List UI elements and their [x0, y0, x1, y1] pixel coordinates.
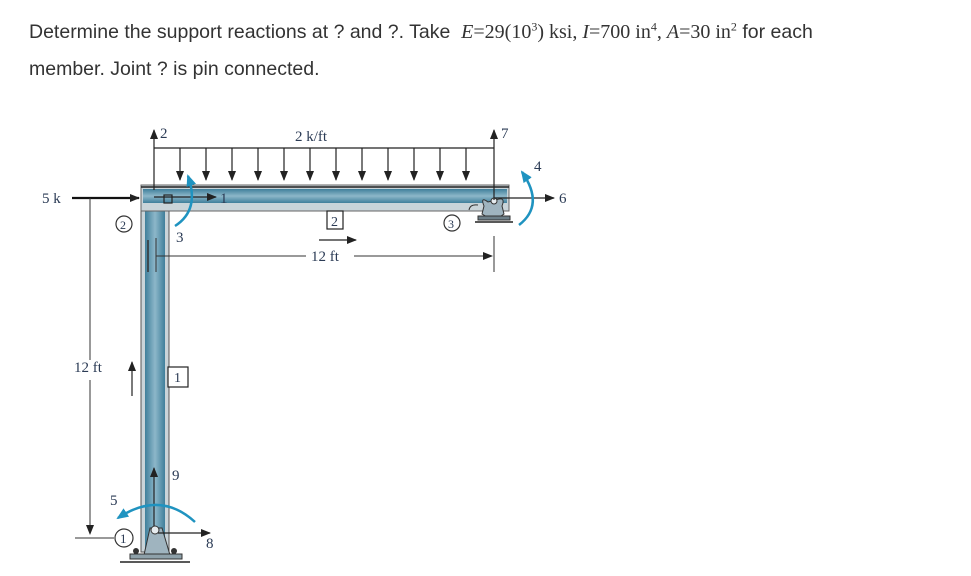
dof-label-9: 9 [172, 468, 180, 484]
dof-4-moment-arrow [518, 170, 535, 226]
horizontal-dimension-label: 12 ft [311, 249, 340, 265]
dof-5-moment-arrow [116, 503, 196, 523]
pin-support-node-3 [468, 197, 513, 223]
dof-label-6: 6 [559, 191, 567, 207]
E-symbol: E [461, 21, 474, 43]
dof-label-7: 7 [501, 126, 509, 142]
A-symbol: A [666, 21, 680, 43]
node-2-circle [115, 215, 133, 233]
member-label-2: 2 [331, 215, 338, 230]
E-exponent: 3 [531, 19, 538, 34]
A-value: =30 in [679, 21, 731, 43]
dof-label-3: 3 [176, 230, 184, 246]
material-properties: E=29(103) ksi, I=700 in4, A=30 in2 [461, 19, 737, 43]
node-label-2: 2 [120, 218, 126, 232]
I-exponent: 4 [650, 19, 657, 34]
point-load-5k: 5 k [42, 191, 140, 207]
node-3-circle [443, 214, 461, 232]
problem-text-suffix: for each [736, 21, 813, 43]
distributed-load-label: 2 k/ft [295, 129, 328, 145]
dof-label-4: 4 [534, 159, 542, 175]
vertical-dimension-label: 12 ft [74, 360, 103, 376]
member-2-label-box [326, 210, 344, 230]
node-label-3: 3 [448, 217, 454, 231]
member-label-1: 1 [174, 371, 181, 386]
horizontal-dimension: 12 ft [155, 236, 495, 272]
A-exponent: 2 [730, 19, 737, 34]
I-value: =700 in [589, 21, 651, 43]
dof-label-8: 8 [206, 536, 214, 552]
dof-label-2: 2 [160, 126, 168, 142]
node-label-1: 1 [120, 531, 127, 546]
distributed-load: 2 k/ft [154, 129, 494, 181]
dof-label-5: 5 [110, 493, 118, 509]
member-1-column [140, 185, 170, 553]
problem-text-prefix: Determine the support reactions at ? and… [29, 21, 451, 43]
pin-support-node-1 [120, 525, 190, 563]
dof-3-moment-arrow [174, 174, 197, 228]
problem-line-2: member. Joint ? is pin connected. [29, 58, 320, 80]
member-1-label-box [167, 366, 189, 388]
vertical-dimension: 12 ft [74, 198, 114, 539]
problem-line-1: Determine the support reactions at ? and… [29, 14, 969, 51]
E-value: =29(10 [473, 21, 532, 43]
member-2-beam [140, 184, 510, 212]
I-symbol: I [582, 21, 589, 43]
node-1-circle [114, 528, 134, 548]
comma: , [656, 21, 667, 43]
problem-statement: Determine the support reactions at ? and… [29, 14, 969, 88]
point-load-label: 5 k [42, 191, 61, 207]
E-unit: ) ksi, [537, 21, 583, 43]
dof-label-1: 1 [220, 191, 228, 207]
pin-joint-icon [163, 194, 173, 204]
